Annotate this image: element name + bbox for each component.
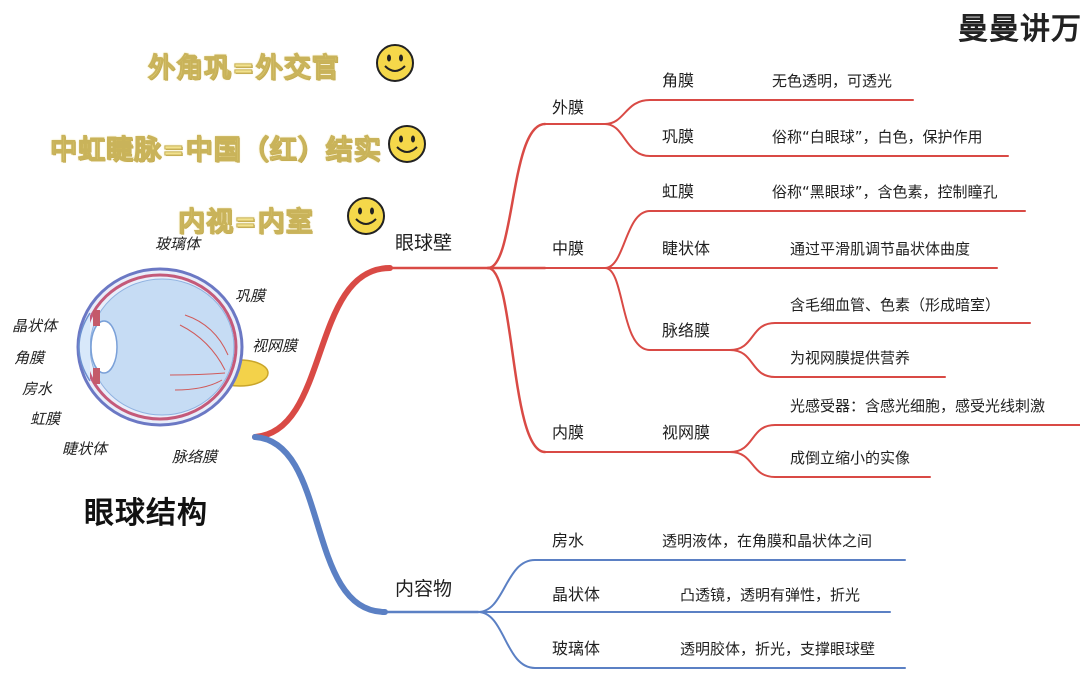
node-lens: 晶状体 — [552, 585, 601, 604]
wall-to-outer-line — [486, 122, 547, 270]
label-cornea: 角膜 — [14, 349, 45, 367]
smiley-icon — [376, 44, 414, 82]
node-cornea: 角膜 — [662, 71, 695, 90]
desc-retina-1: 光感受器：含感光细胞，感受光线刺激 — [790, 397, 1046, 415]
contents-to-aqueous-line — [477, 559, 906, 613]
choroid-to-desc2-line — [729, 349, 946, 378]
middle-to-choroid-line — [604, 267, 731, 351]
middle-to-iris-line — [604, 210, 1026, 269]
label-ciliary: 睫状体 — [62, 440, 108, 458]
label-sclera: 巩膜 — [235, 287, 266, 305]
desc-choroid-1: 含毛细血管、色素（形成暗室） — [790, 296, 1001, 314]
node-middle-membrane: 中膜 — [552, 239, 585, 258]
eyeball-illustration — [76, 267, 269, 427]
node-choroid: 脉络膜 — [662, 321, 711, 340]
desc-choroid-2: 为视网膜提供营养 — [790, 349, 911, 367]
desc-sclera: 俗称“白眼球”，白色，保护作用 — [772, 128, 983, 146]
smiley-icon — [388, 125, 426, 163]
choroid-to-desc1-line — [729, 322, 1031, 351]
desc-ciliary-body: 通过平滑肌调节晶状体曲度 — [790, 240, 971, 258]
desc-cornea: 无色透明，可透光 — [772, 72, 893, 90]
label-vitreous: 玻璃体 — [155, 235, 201, 253]
label-choroid: 脉络膜 — [172, 448, 218, 466]
mnemonic-3: 内视=内室 — [178, 207, 314, 239]
cornea-shape — [78, 312, 91, 382]
iris-lower — [93, 368, 100, 384]
node-contents: 内容物 — [395, 578, 453, 600]
root-node: 眼球结构 — [84, 496, 208, 531]
label-aqueous: 房水 — [22, 380, 53, 398]
node-aqueous-humor: 房水 — [552, 531, 585, 550]
wall-to-inner-line — [486, 266, 547, 454]
node-sclera: 巩膜 — [662, 127, 695, 146]
outer-to-sclera-line — [604, 123, 1009, 157]
retina-to-desc2-line — [729, 451, 931, 478]
node-ciliary-body: 睫状体 — [662, 239, 711, 258]
label-lens: 晶状体 — [12, 317, 58, 335]
retina-to-desc1-line — [729, 424, 1080, 453]
mnemonic-2: 中虹睫脉=中国（红）结实 — [50, 135, 382, 167]
iris-upper — [93, 310, 100, 326]
watermark-text: 曼曼讲万 — [958, 12, 1080, 47]
desc-retina-2: 成倒立缩小的实像 — [790, 449, 911, 467]
node-outer-membrane: 外膜 — [552, 98, 585, 117]
root-to-contents-line — [252, 434, 388, 615]
desc-lens: 凸透镜，透明有弹性，折光 — [680, 586, 861, 604]
desc-aqueous-humor: 透明液体，在角膜和晶状体之间 — [662, 532, 873, 550]
desc-iris: 俗称“黑眼球”，含色素，控制瞳孔 — [772, 183, 998, 201]
root-to-wall-line — [252, 265, 393, 440]
outer-to-cornea-line — [604, 99, 914, 125]
node-iris: 虹膜 — [662, 182, 695, 201]
mnemonic-1: 外角巩=外交官 — [148, 53, 340, 85]
smiley-icon — [347, 197, 385, 235]
node-retina: 视网膜 — [662, 423, 711, 442]
contents-to-vitreous-line — [477, 611, 906, 669]
node-inner-membrane: 内膜 — [552, 423, 585, 442]
node-vitreous-body: 玻璃体 — [552, 639, 601, 658]
desc-vitreous-body: 透明胶体，折光，支撑眼球壁 — [680, 640, 876, 658]
lens-shape — [90, 320, 118, 374]
label-iris: 虹膜 — [30, 410, 61, 428]
label-retina: 视网膜 — [252, 337, 298, 355]
node-eyeball-wall: 眼球壁 — [395, 232, 453, 254]
